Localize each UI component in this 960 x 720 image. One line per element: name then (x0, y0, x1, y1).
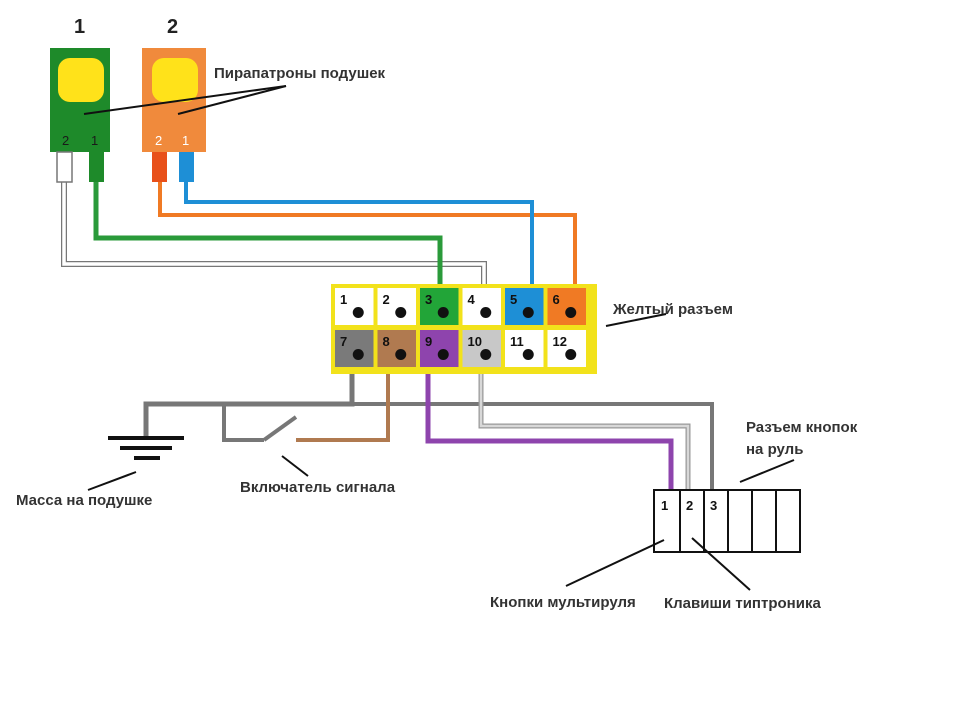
connector-pin-dot (522, 349, 534, 360)
connector-pin-dot (352, 349, 364, 360)
steering-connector-label-line2: на руль (746, 441, 803, 458)
connector-pin-8: 8 (377, 330, 416, 367)
connector-pin-dot (565, 349, 577, 360)
wire-brown (296, 370, 390, 442)
connector-pin-box (420, 288, 459, 325)
horn-switch-lever (262, 415, 298, 442)
connector-pin-1: 1 (335, 288, 374, 325)
connector-pin-dot (437, 307, 449, 318)
connector-pin-box (335, 288, 374, 325)
connector-pin-box (505, 330, 544, 367)
connector-pin-number: 12 (553, 334, 567, 349)
yellow-connector-label: Желтый разъем (612, 301, 733, 318)
horn-switch-label: Включатель сигнала (240, 479, 396, 496)
wire-green (93, 182, 443, 300)
squib-2-pin-left: 2 (155, 133, 162, 148)
squib-1-number: 1 (74, 16, 85, 38)
connector-pin-box (377, 330, 416, 367)
squib-1-pin-left: 2 (62, 133, 69, 148)
connector-pin-number: 6 (553, 292, 560, 307)
squib-label-leaders (83, 85, 287, 115)
wire-gray-to-horn (222, 404, 264, 442)
connector-pin-dot (480, 349, 492, 360)
airbag-squib-1: 1 2 1 (50, 16, 110, 183)
squib-1-pin-right: 1 (91, 133, 98, 148)
multi-wheel-buttons-label: Кнопки мультируля (490, 594, 636, 611)
connector-pin-dot (437, 349, 449, 360)
steering-pin-1: 1 (661, 498, 668, 513)
connector-pin-3: 3 (420, 288, 459, 325)
connector-pin-2: 2 (377, 288, 416, 325)
connector-pin-number: 3 (425, 292, 432, 307)
ground-label: Масса на подушке (16, 492, 152, 509)
tiptronic-keys-label: Клавиши типтроника (664, 595, 821, 612)
connector-pin-number: 11 (510, 334, 524, 349)
connector-pin-number: 10 (468, 334, 482, 349)
multi-wheel-leader (565, 539, 665, 587)
connector-pin-number: 8 (383, 334, 390, 349)
wire-white (61, 182, 487, 300)
connector-pin-number: 2 (383, 292, 390, 307)
ground-symbol (108, 436, 184, 460)
connector-pin-box (462, 288, 501, 325)
steering-connector-leader (739, 459, 795, 483)
connector-pin-box (462, 330, 501, 367)
wire-orange (158, 182, 577, 300)
connector-pin-box (547, 330, 586, 367)
wire-white-inner (62, 182, 486, 300)
connector-pin-box (505, 288, 544, 325)
steering-buttons-connector: 1 2 3 (653, 489, 801, 553)
connector-pin-11: 11 (505, 330, 544, 367)
connector-pin-dot (352, 307, 364, 318)
connector-pin-6: 6 (547, 288, 586, 325)
squib-2-pin-right: 1 (182, 133, 189, 148)
steering-pin-3: 3 (710, 498, 717, 513)
connector-pin-number: 7 (340, 334, 347, 349)
wires (61, 182, 714, 490)
wire-purple (425, 370, 674, 490)
connector-pin-number: 1 (340, 292, 347, 307)
connector-pin-box (335, 330, 374, 367)
steering-connector-label-line1: Разъем кнопок (746, 419, 858, 436)
connector-pin-4: 4 (462, 288, 501, 325)
connector-pin-number: 5 (510, 292, 517, 307)
connector-pin-box (377, 288, 416, 325)
connector-pin-number: 9 (425, 334, 432, 349)
connector-pin-5: 5 (505, 288, 544, 325)
steering-pin-2: 2 (686, 498, 693, 513)
connector-pin-10: 10 (462, 330, 501, 367)
airbag-squibs-label: Пирапатроны подушек (214, 65, 386, 82)
connector-pin-number: 4 (468, 292, 476, 307)
wire-gray-bus (143, 370, 355, 436)
wire-blue (184, 182, 534, 300)
connector-pin-9: 9 (420, 330, 459, 367)
connector-pin-box (547, 288, 586, 325)
connector-pin-box (420, 330, 459, 367)
connector-pin-dot (480, 307, 492, 318)
connector-pin-7: 7 (335, 330, 374, 367)
connector-pin-dot (395, 349, 407, 360)
tiptronic-leader (691, 537, 751, 591)
connector-pin-12: 12 (547, 330, 586, 367)
connector-pin-dot (565, 307, 577, 318)
wire-light-gray-outline (478, 370, 691, 490)
connector-pin-dot (522, 307, 534, 318)
wire-gray-to-steering-3 (352, 402, 714, 490)
connector-pin-dot (395, 307, 407, 318)
ground-leader (87, 471, 137, 491)
wire-light-gray (479, 370, 690, 490)
airbag-squib-2: 2 2 1 (142, 16, 206, 182)
squib-2-number: 2 (167, 16, 178, 38)
horn-switch-leader (281, 455, 309, 477)
yellow-connector-leader (605, 313, 667, 327)
